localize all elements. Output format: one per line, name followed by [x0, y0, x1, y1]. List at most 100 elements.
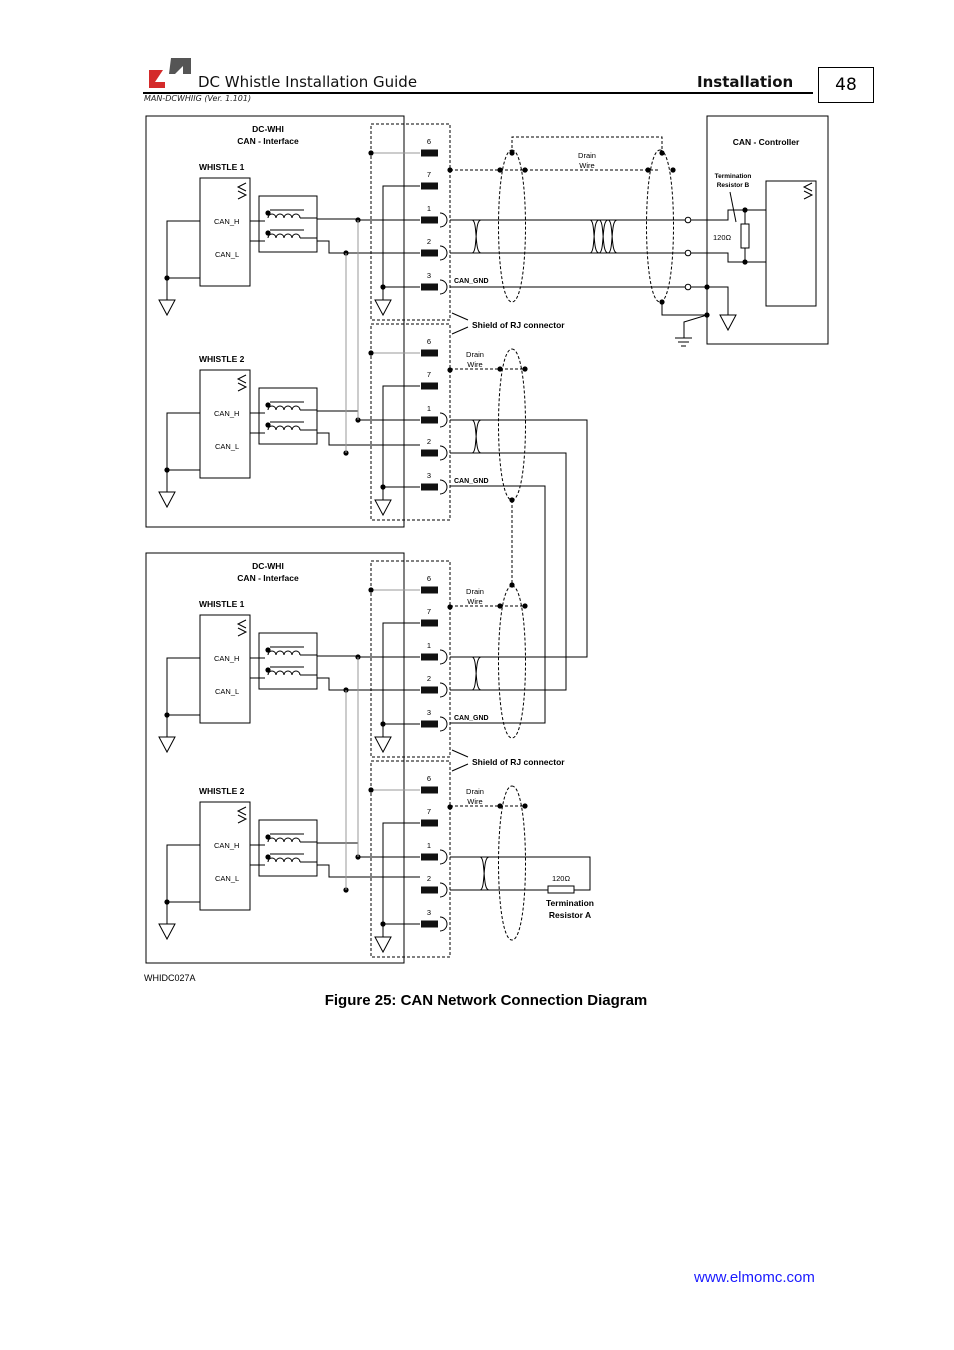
choke-box: [258, 387, 318, 445]
diagram-line: [300, 655, 420, 691]
diagram-label: 1: [427, 404, 431, 413]
diagram-label: 3: [427, 271, 431, 280]
pin-2: [421, 249, 438, 257]
whistle-box: [199, 369, 251, 479]
junction-dot: [164, 467, 170, 473]
pin-1: [421, 653, 438, 661]
pin-2: [421, 686, 438, 694]
pin-6: [421, 786, 438, 794]
diagram-line: [382, 385, 420, 500]
diagram-label: CAN_L: [215, 250, 239, 259]
ground-icon: [158, 299, 176, 317]
transceiver-icon: [236, 374, 248, 392]
junction-dot: [447, 367, 453, 373]
diagram-label: 2: [427, 674, 431, 683]
terminal-circle: [684, 249, 692, 257]
junction-dot: [380, 721, 386, 727]
diagram-line: [450, 856, 591, 891]
diagram-label: WHISTLE 2: [199, 786, 245, 796]
diagram-line: [166, 220, 200, 300]
twisted-pair-icon: [471, 419, 482, 454]
diagram-line: [250, 646, 304, 679]
diagram-label: 6: [427, 337, 431, 346]
connector-contact: [439, 212, 448, 228]
coil-icon: [267, 650, 301, 676]
twisted-pair-icon: [589, 219, 618, 254]
twisted-pair-icon: [479, 856, 490, 891]
diagram-label: 3: [427, 708, 431, 717]
diagram-label: Drain: [466, 350, 484, 359]
diagram-line: [382, 622, 420, 737]
diagram-label: Resistor B: [717, 182, 750, 189]
earth-icon: [675, 314, 708, 347]
diagram-line: [450, 419, 588, 724]
page-number: 48: [818, 67, 874, 103]
diagram-label: 3: [427, 908, 431, 917]
pin-2: [421, 886, 438, 894]
pin-7: [421, 182, 438, 190]
connector-contact: [439, 716, 448, 732]
pin-6: [421, 349, 438, 357]
pin-1: [421, 416, 438, 424]
website-link[interactable]: www.elmomc.com: [694, 1269, 815, 1286]
diagram-label: WHISTLE 1: [199, 599, 245, 609]
whistle-box: [199, 177, 251, 287]
junction-dot: [265, 422, 271, 428]
diagram-line: [300, 217, 318, 219]
resistor-b: [740, 223, 750, 249]
rj-connector-outline: [370, 123, 451, 321]
cable-shield: [646, 149, 674, 303]
diagram-label: Wire: [467, 797, 482, 806]
ground-icon: [374, 299, 392, 317]
diagram-label: DC-WHI: [252, 561, 284, 571]
connector-contact: [439, 412, 448, 428]
junction-dot: [265, 647, 271, 653]
diagram-label: CAN - Controller: [733, 137, 800, 147]
diagram-line: [382, 822, 420, 937]
junction-dot: [497, 366, 503, 372]
pointer-arrow: [451, 749, 469, 772]
diagram-label: 7: [427, 170, 431, 179]
diagram-label: CAN - Interface: [237, 136, 299, 146]
connector-contact: [439, 445, 448, 461]
diagram-label: Shield of RJ connector: [472, 320, 565, 330]
diagram-line: [250, 401, 304, 434]
cable-shield: [498, 785, 526, 941]
pin-2: [421, 449, 438, 457]
junction-dot: [522, 366, 528, 372]
resistor-a: [547, 885, 575, 894]
junction-dot: [164, 275, 170, 281]
connector-contact: [439, 279, 448, 295]
diagram-line: [166, 844, 200, 924]
pin-6: [421, 149, 438, 157]
cable-shield: [498, 585, 526, 739]
pin-1: [421, 853, 438, 861]
can-controller-box: [706, 115, 829, 345]
bus-wire: [345, 220, 359, 453]
diagram-line: [661, 286, 729, 316]
diagram-label: 7: [427, 607, 431, 616]
bus-wire: [345, 657, 359, 890]
choke-box: [258, 632, 318, 690]
diagram-label: 120Ω: [713, 233, 732, 242]
coil-icon: [267, 837, 301, 863]
twisted-pair-icon: [471, 656, 482, 691]
diagram-line: [166, 412, 200, 492]
diagram-label: CAN_H: [214, 217, 239, 226]
junction-dot: [522, 167, 528, 173]
diagram-label: 7: [427, 370, 431, 379]
document-id: MAN-DCWHIIG (Ver. 1.101): [144, 94, 252, 103]
pin-7: [421, 382, 438, 390]
junction-dot: [368, 787, 374, 793]
diagram-label: CAN_H: [214, 654, 239, 663]
connector-contact: [439, 479, 448, 495]
junction-dot: [265, 230, 271, 236]
connector-contact: [439, 682, 448, 698]
diagram-line: [300, 654, 318, 656]
cable-shield: [498, 149, 526, 303]
whistle-box: [199, 614, 251, 724]
choke-box: [258, 195, 318, 253]
terminal-circle: [684, 283, 692, 291]
whistle-box: [199, 801, 251, 911]
transceiver-icon: [236, 806, 248, 824]
